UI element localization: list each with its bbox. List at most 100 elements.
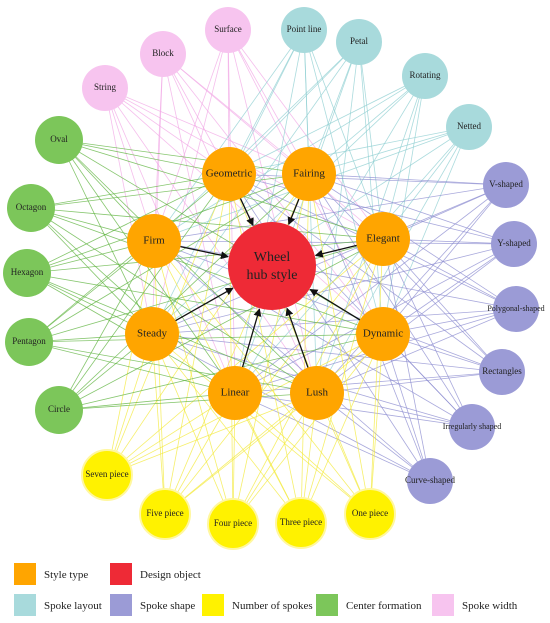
arrow-dynamic-to-center [309,288,361,321]
edge-center-formation-pentagon-to-linear [28,341,236,394]
node-style-type-geometric-circle [202,147,256,201]
edge-number-of-spokes-three-piece-to-geometric [228,173,302,524]
node-center-formation-hexagon-label: Hexagon [11,267,44,277]
node-spoke-layout-rotating: Rotating [402,53,448,99]
edge-spoke-layout-petal-to-dynamic [358,41,384,335]
node-spoke-shape-polygonal-shaped-circle [493,286,539,332]
node-center-formation-circle-circle [35,386,83,434]
edge-spoke-layout-rotating-to-geometric [228,75,426,175]
edge-center-formation-octagon-to-lush [30,207,318,394]
legend-swatch-spoke-shape [110,594,132,616]
edge-number-of-spokes-one-piece-to-elegant [369,238,384,515]
node-spoke-shape-y-shaped-label: Y-shaped [497,238,531,248]
edge-spoke-shape-curve-shaped-to-firm [153,240,431,482]
edge-center-formation-circle-to-elegant [58,238,384,411]
node-style-type-linear-label: Linear [221,387,250,399]
edge-spoke-shape-v-shaped-to-steady [151,184,507,335]
node-spoke-layout-point-line-label: Point line [287,24,322,34]
node-number-of-spokes-seven-piece-label: Seven piece [85,469,128,479]
legend-swatch-spoke-layout [14,594,36,616]
node-spoke-shape-polygonal-shaped: Polygonal-shaped [487,286,545,332]
node-number-of-spokes-three-piece: Three piece [275,497,327,549]
node-spoke-shape-curve-shaped-circle [407,458,453,504]
edge-spoke-layout-rotating-to-elegant [382,75,426,240]
edge-center-formation-oval-to-geometric [58,139,230,175]
edge-spoke-width-surface-to-linear [227,29,236,394]
legend: Style type Design object Spoke layout Sp… [14,563,518,616]
edge-center-formation-oval-to-lush [58,139,318,394]
node-spoke-width-string-circle [82,65,128,111]
edge-center-formation-circle-to-fairing [58,173,310,411]
edge-spoke-layout-netted-to-geometric [228,126,470,175]
edge-spoke-shape-rectangles-to-elegant [382,238,503,373]
node-spoke-shape-y-shaped-circle [491,221,537,267]
edge-spoke-shape-y-shaped-to-lush [316,243,515,394]
node-number-of-spokes-one-piece-circle [344,488,396,540]
node-style-type-firm: Firm [127,214,181,268]
edge-spoke-shape-rectangles-to-steady [151,333,503,373]
legend-label-style-type: Style type [44,569,88,581]
legend-label-spoke-shape: Spoke shape [140,600,195,612]
edge-center-formation-pentagon-to-elegant [28,238,384,343]
center-circle [228,222,316,310]
nodes: String Block Surface Point line PetalRotatin… [3,7,545,550]
edge-number-of-spokes-four-piece-to-steady [151,333,234,525]
edge-number-of-spokes-five-piece-to-dynamic [164,333,384,515]
node-number-of-spokes-seven-piece-circle [81,449,133,501]
node-number-of-spokes-four-piece: Four piece [207,498,259,550]
node-number-of-spokes-one-piece-label: One piece [352,508,388,518]
node-spoke-width-surface-label: Surface [214,24,241,34]
node-number-of-spokes-five-piece: Five piece [139,488,191,540]
edge-spoke-shape-irregularly-shaped-to-firm [153,240,473,428]
node-spoke-width-string: String [82,65,128,111]
node-spoke-layout-netted-circle [446,104,492,150]
edge-spoke-shape-polygonal-shaped-to-lush [316,308,517,394]
edge-number-of-spokes-four-piece-to-geometric [228,173,234,525]
edge-spoke-width-string-to-fairing [104,87,310,175]
edge-center-formation-hexagon-to-elegant [26,238,384,274]
edge-spoke-width-surface-to-elegant [227,29,384,240]
node-spoke-layout-petal: Petal [336,19,382,65]
node-spoke-width-surface-circle [205,7,251,53]
node-style-type-geometric-label: Geometric [206,168,253,180]
node-spoke-shape-irregularly-shaped: Irregularly shaped [443,404,501,450]
arrow-fairing-to-center [287,198,300,226]
node-spoke-width-block-label: Block [152,48,174,58]
edge-spoke-width-string-to-lush [104,87,318,394]
node-style-type-linear: Linear [208,366,262,420]
edge-spoke-layout-petal-to-steady [151,41,360,335]
node-style-type-fairing-label: Fairing [293,168,325,180]
arrow-steady-to-center [175,287,234,322]
edge-spoke-width-surface-to-firm [153,29,229,242]
node-style-type-steady-circle [125,307,179,361]
edge-number-of-spokes-three-piece-to-dynamic [300,333,384,524]
node-center-formation-hexagon-circle [3,249,51,297]
node-style-type-geometric: Geometric [202,147,256,201]
edge-spoke-width-surface-to-fairing [227,29,310,175]
edge-spoke-layout-petal-to-lush [316,41,360,394]
node-spoke-layout-point-line-circle [281,7,327,53]
edge-spoke-layout-point-line-to-firm [153,29,305,242]
legend-swatch-spoke-width [432,594,454,616]
edge-number-of-spokes-five-piece-to-elegant [164,238,384,515]
edge-spoke-width-surface-to-steady [151,29,229,335]
edge-center-formation-octagon-to-geometric [30,173,230,209]
node-center-formation-octagon: Octagon [7,184,55,232]
node-number-of-spokes-seven-piece: Seven piece [81,449,133,501]
edge-spoke-shape-v-shaped-to-dynamic [382,184,507,335]
node-spoke-layout-rotating-label: Rotating [410,70,441,80]
node-spoke-layout-netted-label: Netted [457,121,481,131]
legend-label-spoke-layout: Spoke layout [44,600,102,612]
node-number-of-spokes-three-piece-label: Three piece [280,517,322,527]
legend-swatch-center-formation [316,594,338,616]
node-spoke-shape-v-shaped-label: V-shaped [489,179,523,189]
edge-number-of-spokes-one-piece-to-dynamic [369,333,384,515]
edge-spoke-layout-netted-to-fairing [308,126,470,175]
edge-spoke-layout-petal-to-geometric [228,41,360,175]
arrow-elegant-to-center [314,244,357,258]
legend-swatch-design-object [110,563,132,585]
node-style-type-lush: Lush [290,366,344,420]
edge-spoke-shape-rectangles-to-linear [234,371,503,394]
node-spoke-shape-irregularly-shaped-circle [449,404,495,450]
